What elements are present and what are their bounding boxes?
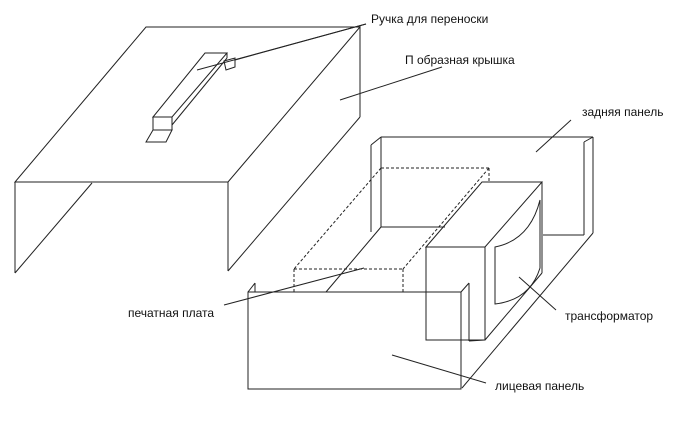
pcb-outline (293, 167, 490, 292)
label-transformer: трансформатор (565, 309, 653, 323)
carry-handle (145, 52, 236, 143)
front-panel (247, 282, 486, 390)
u-cover (13, 26, 362, 274)
label-front-panel: лицевая панель (495, 379, 584, 393)
transformer (424, 181, 544, 341)
label-cover: П образная крышка (405, 53, 515, 67)
leader-lines (196, 23, 572, 384)
label-handle: Ручка для переноски (371, 12, 488, 26)
chassis-base (325, 136, 594, 389)
label-pcb: печатная плата (128, 306, 214, 320)
label-back-panel: задняя панель (582, 105, 663, 119)
